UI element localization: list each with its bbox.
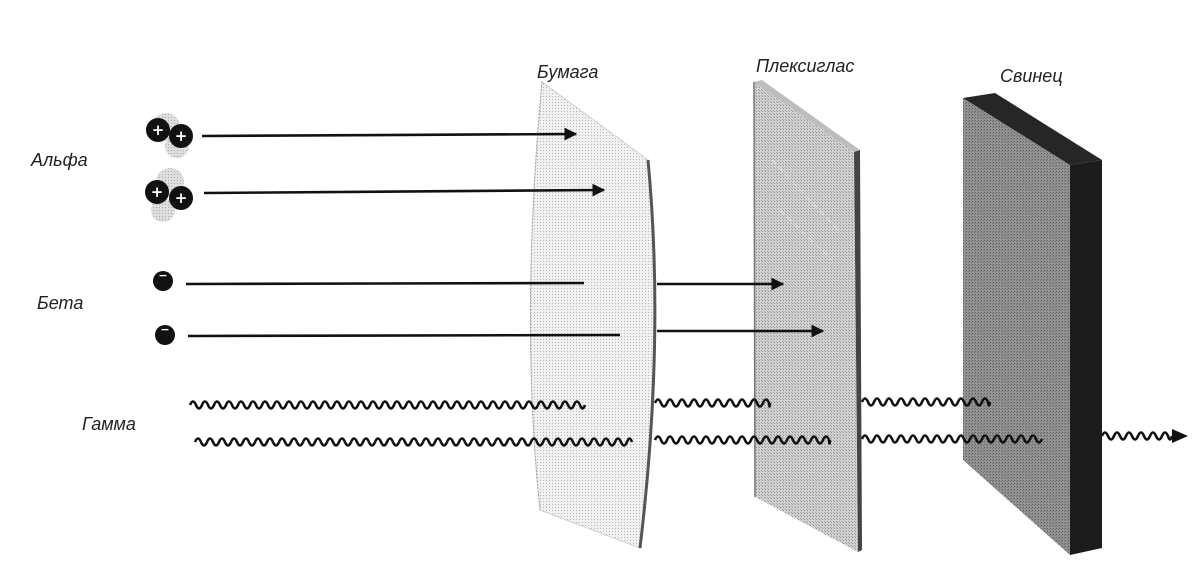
lead-label: Свинец (1000, 66, 1063, 86)
beta-ray-2-incoming (187, 333, 621, 338)
alpha-ray-1 (201, 127, 578, 141)
gamma-arrow-head (1172, 429, 1188, 443)
beta-charge-symbol: − (158, 269, 167, 282)
lead-block (963, 93, 1102, 555)
beta-particle-2: − (155, 323, 175, 345)
gamma-ray-2-segment (653, 435, 832, 445)
gamma-ray-1-segment (653, 398, 772, 408)
alpha-charge-symbol: + (175, 189, 188, 207)
alpha-ray-2 (203, 183, 606, 197)
gamma-rays (188, 397, 1188, 447)
gamma-label: Гамма (82, 414, 136, 434)
paper-sheet (529, 81, 657, 549)
paper-label: Бумага (537, 62, 598, 82)
beta-ray-1-incoming (185, 281, 585, 286)
gamma-ray-2-segment (860, 434, 1044, 444)
alpha-label: Альфа (30, 150, 88, 170)
beta-label: Бета (37, 293, 83, 313)
alpha-charge-symbol: + (175, 127, 188, 145)
beta-charge-symbol: − (160, 323, 169, 336)
alpha-charge-symbol: + (151, 183, 164, 201)
gamma-ray-2-segment (1100, 431, 1174, 441)
gamma-ray-2-segment (193, 437, 634, 447)
plexiglass-plate (753, 80, 862, 552)
alpha-particle-2: + + (145, 168, 193, 222)
alpha-particle-1: + + (146, 113, 193, 158)
gamma-ray-1-segment (860, 397, 992, 407)
beta-particle-1: − (153, 269, 173, 291)
plexiglass-label: Плексиглас (756, 56, 854, 76)
alpha-charge-symbol: + (152, 121, 165, 139)
gamma-ray-1-segment (188, 400, 587, 410)
